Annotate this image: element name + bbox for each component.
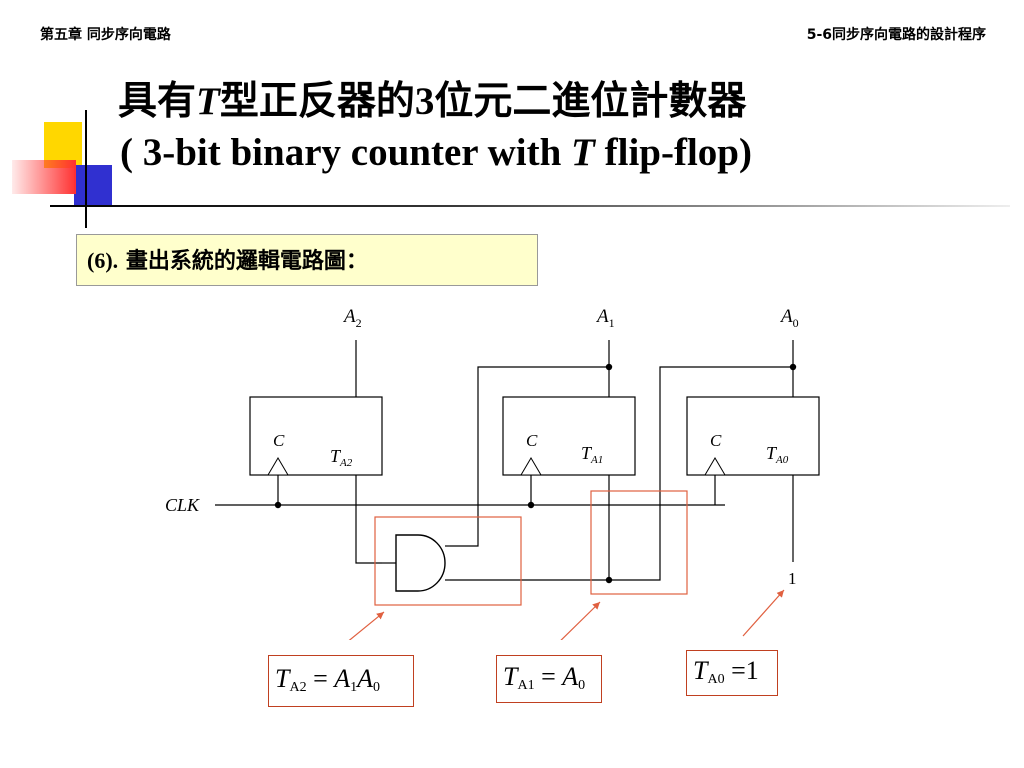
output-a0-label: A0 (779, 306, 799, 330)
output-a1-label: A1 (595, 306, 615, 330)
step-label-box: (6). 畫出系統的邏輯電路圖： (76, 234, 538, 286)
junction-dot (789, 363, 797, 371)
constant-one-label: 1 (788, 569, 797, 588)
ff-a1-clock-label: C (526, 431, 538, 450)
slide-title-english: ( 3-bit binary counter with T flip-flop) (120, 131, 752, 174)
ff-a1-input-label: TA1 (581, 443, 603, 466)
logic-circuit-diagram: C C C TA2 TA1 TA0 A2 A1 A0 CLK 1 (165, 306, 820, 640)
junction-dot (274, 501, 282, 509)
and-gate (395, 534, 446, 592)
decor-red-square (12, 160, 76, 194)
flip-flop-a0 (686, 396, 820, 476)
arrow-ta2 (348, 611, 385, 640)
flip-flop-a2 (249, 396, 383, 476)
equation-ta1: TA1 = A0 (496, 655, 602, 703)
equation-ta2: TA2 = A1A0 (268, 655, 414, 707)
flip-flop-a1 (502, 396, 636, 476)
junction-dot (605, 576, 613, 584)
ff-a0-input-label: TA0 (766, 443, 789, 466)
section-header: 5-6同步序向電路的設計程序 (806, 27, 986, 43)
decor-blue-square (74, 165, 112, 207)
chapter-header: 第五章 同步序向電路 (40, 27, 171, 43)
circuit-wires (215, 340, 794, 581)
ff-a0-clock-label: C (710, 431, 722, 450)
arrow-ta0 (742, 589, 785, 637)
slide-title-chinese: 具有T型正反器的3位元二進位計數器 (118, 78, 747, 124)
junction-dot (605, 363, 613, 371)
decor-vertical-line (85, 110, 87, 228)
output-a2-label: A2 (342, 306, 362, 330)
highlight-box-ta1 (590, 490, 688, 595)
ff-a2-clock-label: C (273, 431, 285, 450)
highlight-box-ta2 (374, 516, 522, 606)
clk-label: CLK (165, 495, 200, 515)
equation-ta0: TA0 =1 (686, 650, 778, 696)
arrow-ta1 (560, 601, 601, 640)
title-underline (50, 205, 1010, 207)
ff-a2-input-label: TA2 (330, 446, 353, 469)
junction-dot (527, 501, 535, 509)
